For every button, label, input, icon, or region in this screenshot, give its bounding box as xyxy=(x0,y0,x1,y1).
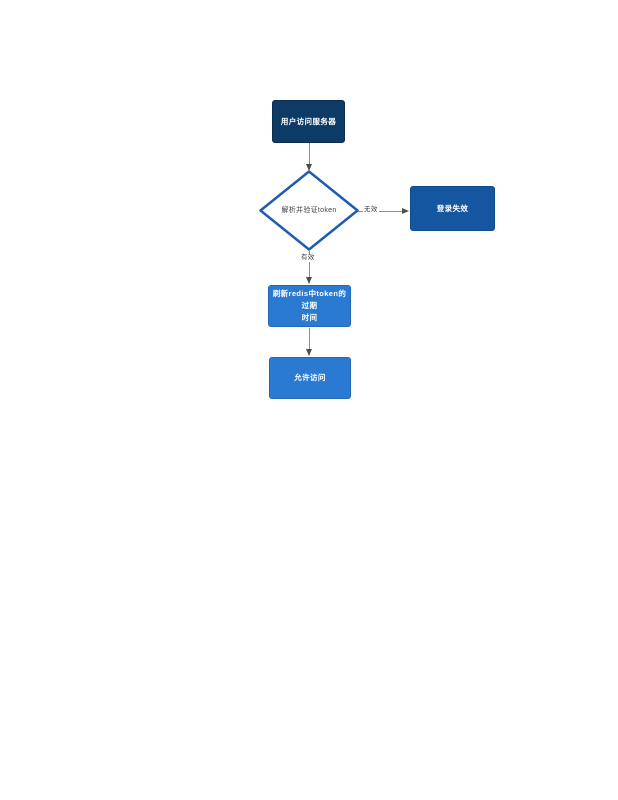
arrowhead-down-icon xyxy=(306,164,312,171)
arrowhead-right-icon xyxy=(402,208,409,214)
node-login-invalid: 登录失效 xyxy=(410,186,495,231)
arrowhead-down-icon xyxy=(306,277,312,284)
node-allow-access: 允许访问 xyxy=(269,357,351,399)
node-refresh-redis-token-label: 刷新redis中token的过期 时间 xyxy=(272,289,347,322)
node-user-access-server: 用户访问服务器 xyxy=(272,100,345,143)
edge-decision-to-login-invalid xyxy=(358,211,403,212)
edge-label-valid: 有效 xyxy=(300,254,316,263)
edge-start-to-decision xyxy=(309,143,310,164)
node-parse-verify-token xyxy=(259,170,359,251)
node-login-invalid-label: 登录失效 xyxy=(436,203,469,213)
edge-decision-to-refresh xyxy=(309,251,310,277)
arrowhead-down-icon xyxy=(306,349,312,356)
edge-refresh-to-allow xyxy=(309,328,310,349)
node-parse-verify-token-label: 解析并验证token xyxy=(281,207,337,214)
node-refresh-redis-token: 刷新redis中token的过期 时间 xyxy=(268,285,351,327)
node-user-access-server-label: 用户访问服务器 xyxy=(280,116,337,126)
node-allow-access-label: 允许访问 xyxy=(294,373,326,382)
edge-label-invalid: 无效 xyxy=(363,206,379,215)
